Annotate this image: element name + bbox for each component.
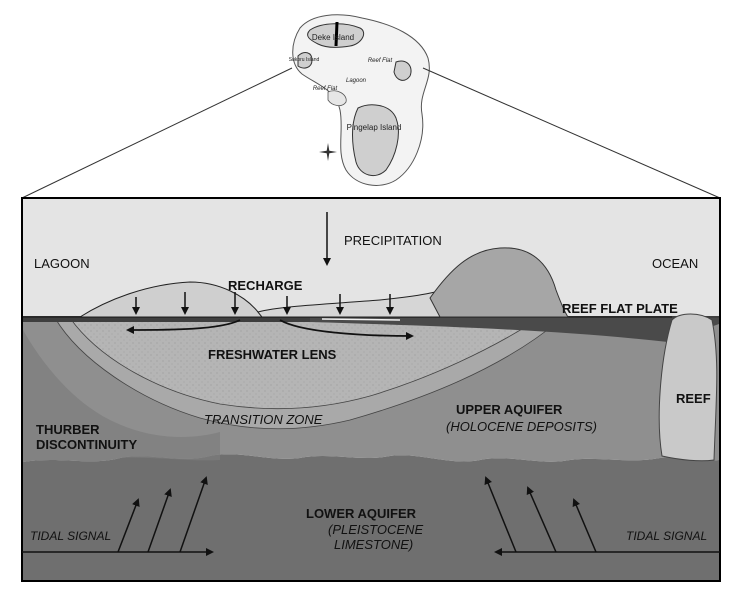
- freshwater-lens-layer: [69, 317, 542, 410]
- cross-section-line: [334, 21, 339, 47]
- map-label-deke-island: Deke Island: [312, 33, 354, 42]
- map-label-pingelap-island: Pingelap Island: [347, 123, 402, 132]
- map-label-reef-flat-west: Reef Flat: [313, 86, 338, 92]
- label-lagoon: LAGOON: [34, 256, 90, 271]
- tidal-signal-arrow: [147, 488, 172, 553]
- tidal-signal-arrow: [526, 486, 557, 553]
- label-upper-aquifer-sub: (HOLOCENE DEPOSITS): [446, 419, 597, 434]
- label-lower-aquifer-sub2: LIMESTONE): [334, 537, 413, 552]
- map-label-reef-flat-east: Reef Flat: [368, 58, 393, 64]
- label-recharge: RECHARGE: [228, 278, 303, 293]
- tidal-signal-arrow: [117, 498, 140, 553]
- tidal-signal-arrow: [572, 498, 597, 553]
- reef-flat-plate-wedge: [310, 316, 719, 342]
- lens-flow-arrow-left: [126, 319, 241, 334]
- location-map: Deke Island Sukoru Island Reef Flat Lago…: [289, 14, 430, 186]
- thurber-discontinuity-band: [23, 330, 220, 462]
- label-precipitation: PRECIPITATION: [344, 233, 442, 248]
- label-discontinuity: DISCONTINUITY: [36, 437, 137, 452]
- label-tidal-signal-left: TIDAL SIGNAL: [30, 529, 111, 543]
- reef-plate-flow-arrow: [321, 318, 401, 321]
- label-freshwater-lens: FRESHWATER LENS: [208, 347, 337, 362]
- projection-line-left: [21, 67, 293, 199]
- island-dune-left: [78, 281, 264, 318]
- label-reef-flat-plate: REEF FLAT PLATE: [562, 301, 678, 316]
- tidal-signal-arrow: [179, 476, 208, 553]
- reef-body: [658, 313, 718, 462]
- label-tidal-signal-right: TIDAL SIGNAL: [626, 529, 707, 543]
- island-mound-right: [429, 247, 569, 318]
- tidal-signal-arrow: [484, 476, 517, 553]
- pingelap-island-shape: [352, 104, 399, 177]
- label-thurber: THURBER: [36, 422, 100, 437]
- lens-flow-arrow-right: [279, 319, 414, 340]
- map-label-lagoon: Lagoon: [346, 78, 367, 84]
- label-ocean: OCEAN: [652, 256, 698, 271]
- label-lower-aquifer: LOWER AQUIFER: [306, 506, 417, 521]
- sukoru-island-shape: [297, 52, 313, 69]
- label-reef: REEF: [676, 391, 711, 406]
- label-lower-aquifer-sub1: (PLEISTOCENE: [328, 522, 423, 537]
- map-label-sukoru-island: Sukoru Island: [289, 57, 320, 63]
- west-islet-shape: [327, 90, 347, 106]
- lower-aquifer-layer: [23, 454, 719, 580]
- label-transition-zone: TRANSITION ZONE: [204, 412, 323, 427]
- east-islet-shape: [393, 60, 412, 81]
- cross-section: LAGOON OCEAN PRECIPITATION RECHARGE REEF…: [21, 197, 721, 582]
- compass-rose-icon: [319, 143, 337, 161]
- projection-line-right: [422, 67, 721, 199]
- label-upper-aquifer: UPPER AQUIFER: [456, 402, 563, 417]
